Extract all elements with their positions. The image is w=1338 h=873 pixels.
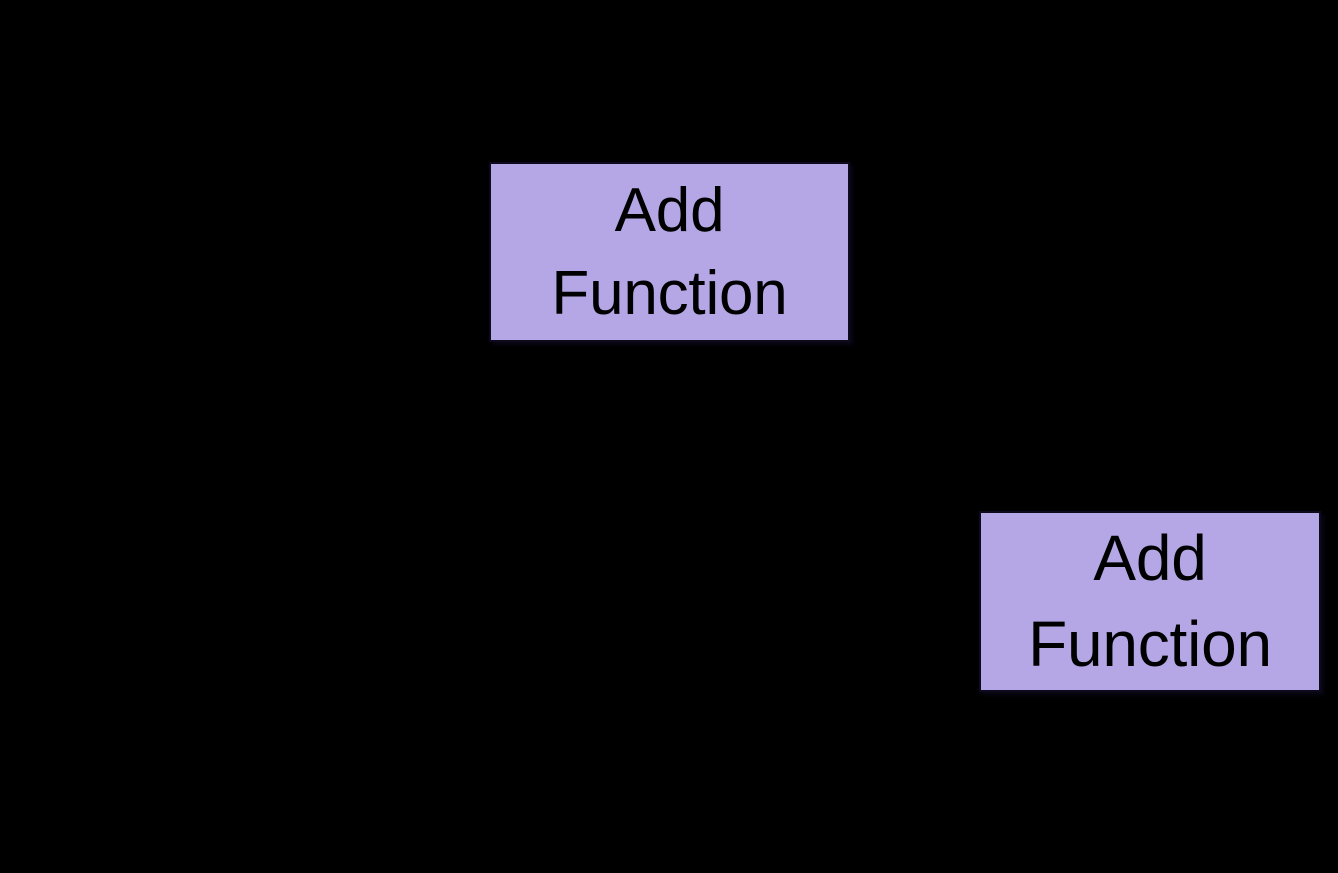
node-1-label-line-1: Add: [614, 175, 725, 245]
node-add-function-1[interactable]: Add Function: [489, 162, 850, 342]
node-add-function-2[interactable]: Add Function: [979, 511, 1321, 692]
node-2-label-line-1: Add: [1093, 521, 1207, 594]
node-2-label-line-2: Function: [1028, 607, 1272, 680]
node-1-label-line-2: Function: [551, 259, 788, 328]
